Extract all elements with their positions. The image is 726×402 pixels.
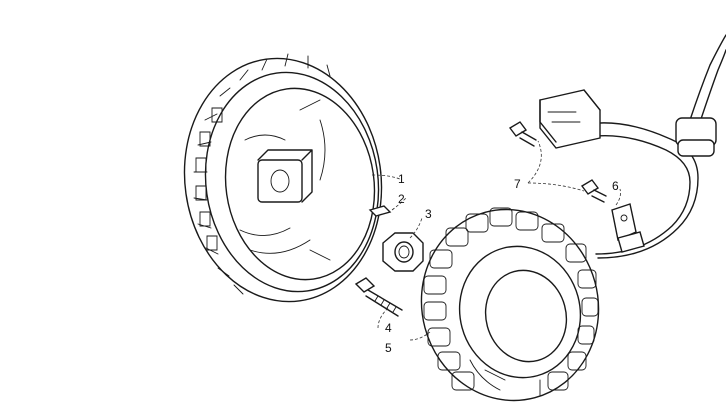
leader-lines <box>371 140 621 341</box>
callout-3: 3 <box>425 207 432 221</box>
flywheel-vanes <box>239 99 331 261</box>
flywheel <box>183 53 383 303</box>
callout-4: 4 <box>385 321 392 335</box>
wire-harness <box>577 34 726 259</box>
stator <box>420 207 600 402</box>
callout-5: 5 <box>385 341 392 355</box>
screw-upper <box>508 121 537 147</box>
stator-coils <box>423 207 599 391</box>
screw-lower <box>580 179 607 203</box>
flywheel-teeth <box>193 53 331 295</box>
callout-7: 7 <box>514 177 521 191</box>
connector-block <box>539 89 601 149</box>
woodruff-key <box>368 205 392 217</box>
harness-bracket <box>611 203 645 253</box>
callout-6: 6 <box>612 179 619 193</box>
stator-bolt <box>354 277 403 317</box>
callout-2: 2 <box>398 192 405 206</box>
flywheel-hub <box>257 159 303 203</box>
callout-1: 1 <box>398 172 405 186</box>
flywheel-nut <box>382 232 424 272</box>
